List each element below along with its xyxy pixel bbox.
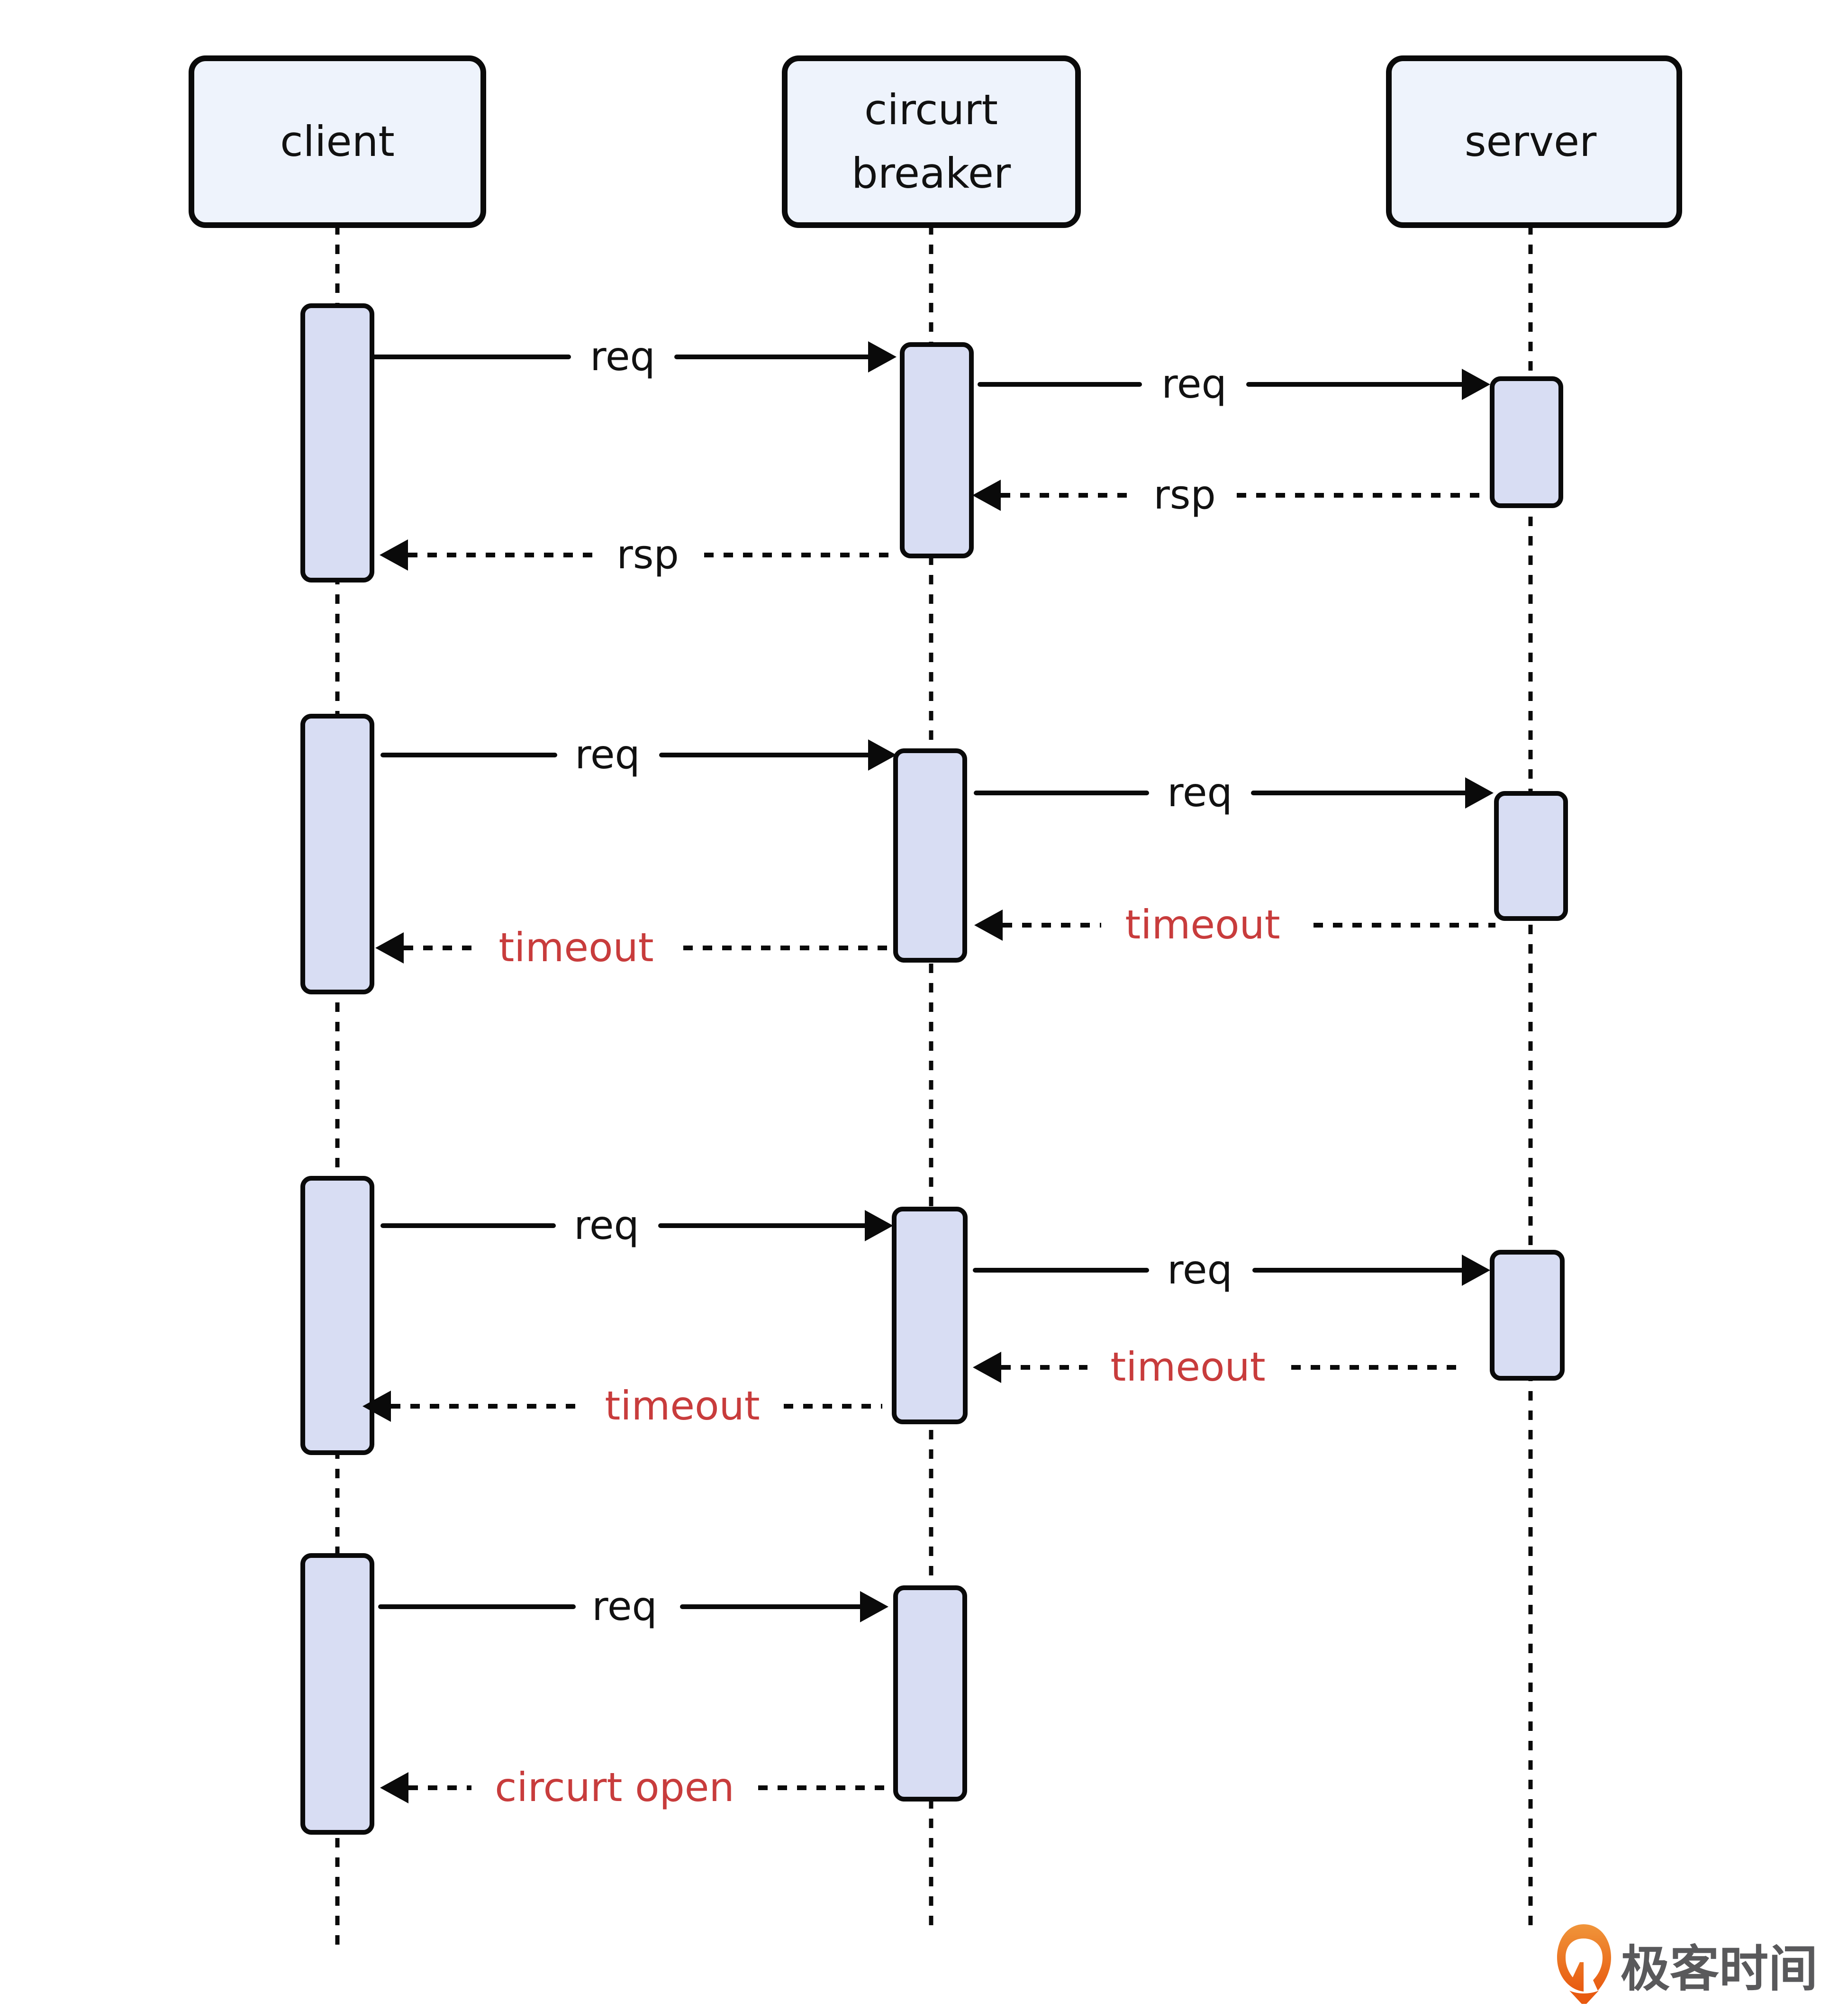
- activation-server: [1490, 1250, 1565, 1381]
- message-label: rsp: [616, 531, 679, 578]
- message-req: req: [380, 1202, 893, 1248]
- message-req: req: [973, 1247, 1490, 1293]
- arrowhead-icon: [1465, 777, 1494, 809]
- participant-server: server: [1386, 55, 1682, 228]
- message-rsp: rsp: [380, 531, 891, 578]
- participant-box: [1386, 55, 1682, 228]
- message-timeout: timeout: [375, 924, 888, 971]
- participant-label: client: [280, 117, 395, 166]
- message-label: req: [590, 333, 655, 380]
- arrowhead-icon: [868, 739, 897, 771]
- watermark: 极客时间: [1557, 1924, 1818, 2004]
- activation-circuit-breaker: [892, 1207, 968, 1424]
- activation-client: [300, 303, 374, 582]
- arrowhead-icon: [973, 1352, 1001, 1383]
- activation-circuit-breaker: [893, 1585, 967, 1802]
- message-circurt-open: circurt open: [380, 1764, 887, 1811]
- arrowhead-icon: [974, 910, 1003, 941]
- activation-client: [300, 1176, 374, 1455]
- message-label: timeout: [1125, 901, 1280, 948]
- message-timeout: timeout: [973, 1344, 1458, 1390]
- scenario-timeout-1: req req timeout timeout: [375, 731, 1495, 971]
- participant-client: client: [189, 55, 486, 228]
- message-rsp: rsp: [972, 472, 1488, 518]
- message-label: rsp: [1153, 472, 1216, 518]
- arrowhead-icon: [972, 480, 1001, 511]
- message-label: timeout: [1110, 1344, 1265, 1390]
- message-label: circurt open: [495, 1764, 734, 1811]
- activations: [300, 303, 1568, 1835]
- activation-circuit-breaker: [893, 748, 967, 963]
- arrowhead-icon: [380, 539, 408, 571]
- arrowhead-icon: [865, 1210, 893, 1241]
- activation-client: [300, 714, 374, 994]
- messages: req req rsp rsp req req timeout timeout req req ti…: [362, 333, 1495, 1811]
- scenario-timeout-1-activations: [300, 714, 1568, 994]
- arrowhead-icon: [375, 932, 404, 964]
- participant-box: [189, 55, 486, 228]
- participant-label: server: [1465, 117, 1597, 166]
- activation-circuit-breaker: [900, 342, 974, 558]
- message-label: req: [1167, 769, 1232, 816]
- lifelines: [335, 225, 1533, 1947]
- watermark-text: 极客时间: [1621, 1940, 1818, 1998]
- scenario-circuit-open-activations: [300, 1553, 967, 1835]
- message-label: req: [575, 731, 640, 778]
- message-label: req: [574, 1202, 639, 1248]
- arrowhead-icon: [1462, 369, 1490, 400]
- message-req: req: [978, 361, 1490, 407]
- arrowhead-icon: [868, 341, 897, 373]
- participant-circuit-breaker: circurt breaker: [782, 55, 1081, 228]
- scenario-timeout-2-activations: [300, 1176, 1565, 1455]
- message-label: timeout: [605, 1383, 760, 1429]
- message-label: req: [1161, 361, 1227, 407]
- participant-label: breaker: [852, 149, 1011, 198]
- scenario-timeout-2: req req timeout timeout: [362, 1202, 1490, 1429]
- message-label: timeout: [498, 924, 653, 971]
- message-label: req: [592, 1583, 657, 1629]
- message-req: req: [974, 769, 1494, 816]
- geektime-logo-icon: [1557, 1924, 1611, 2004]
- arrowhead-icon: [362, 1391, 391, 1422]
- message-req: req: [378, 1583, 888, 1629]
- activation-server: [1490, 376, 1563, 508]
- message-req: req: [380, 731, 897, 778]
- arrowhead-icon: [1462, 1255, 1490, 1286]
- activation-server: [1494, 791, 1568, 921]
- scenario-success-activations: [300, 303, 1563, 582]
- scenario-success: req req rsp rsp: [372, 333, 1490, 578]
- message-label: req: [1167, 1247, 1232, 1293]
- arrowhead-icon: [380, 1772, 408, 1803]
- activation-client: [300, 1553, 374, 1835]
- message-req: req: [372, 333, 897, 380]
- participant-label: circurt: [864, 85, 998, 134]
- scenario-circuit-open: req circurt open: [378, 1583, 888, 1811]
- arrowhead-icon: [860, 1591, 888, 1622]
- message-timeout: timeout: [362, 1383, 882, 1429]
- participant-box: [782, 55, 1081, 228]
- participants: client circurt breaker server: [189, 55, 1682, 228]
- message-timeout: timeout: [974, 901, 1495, 948]
